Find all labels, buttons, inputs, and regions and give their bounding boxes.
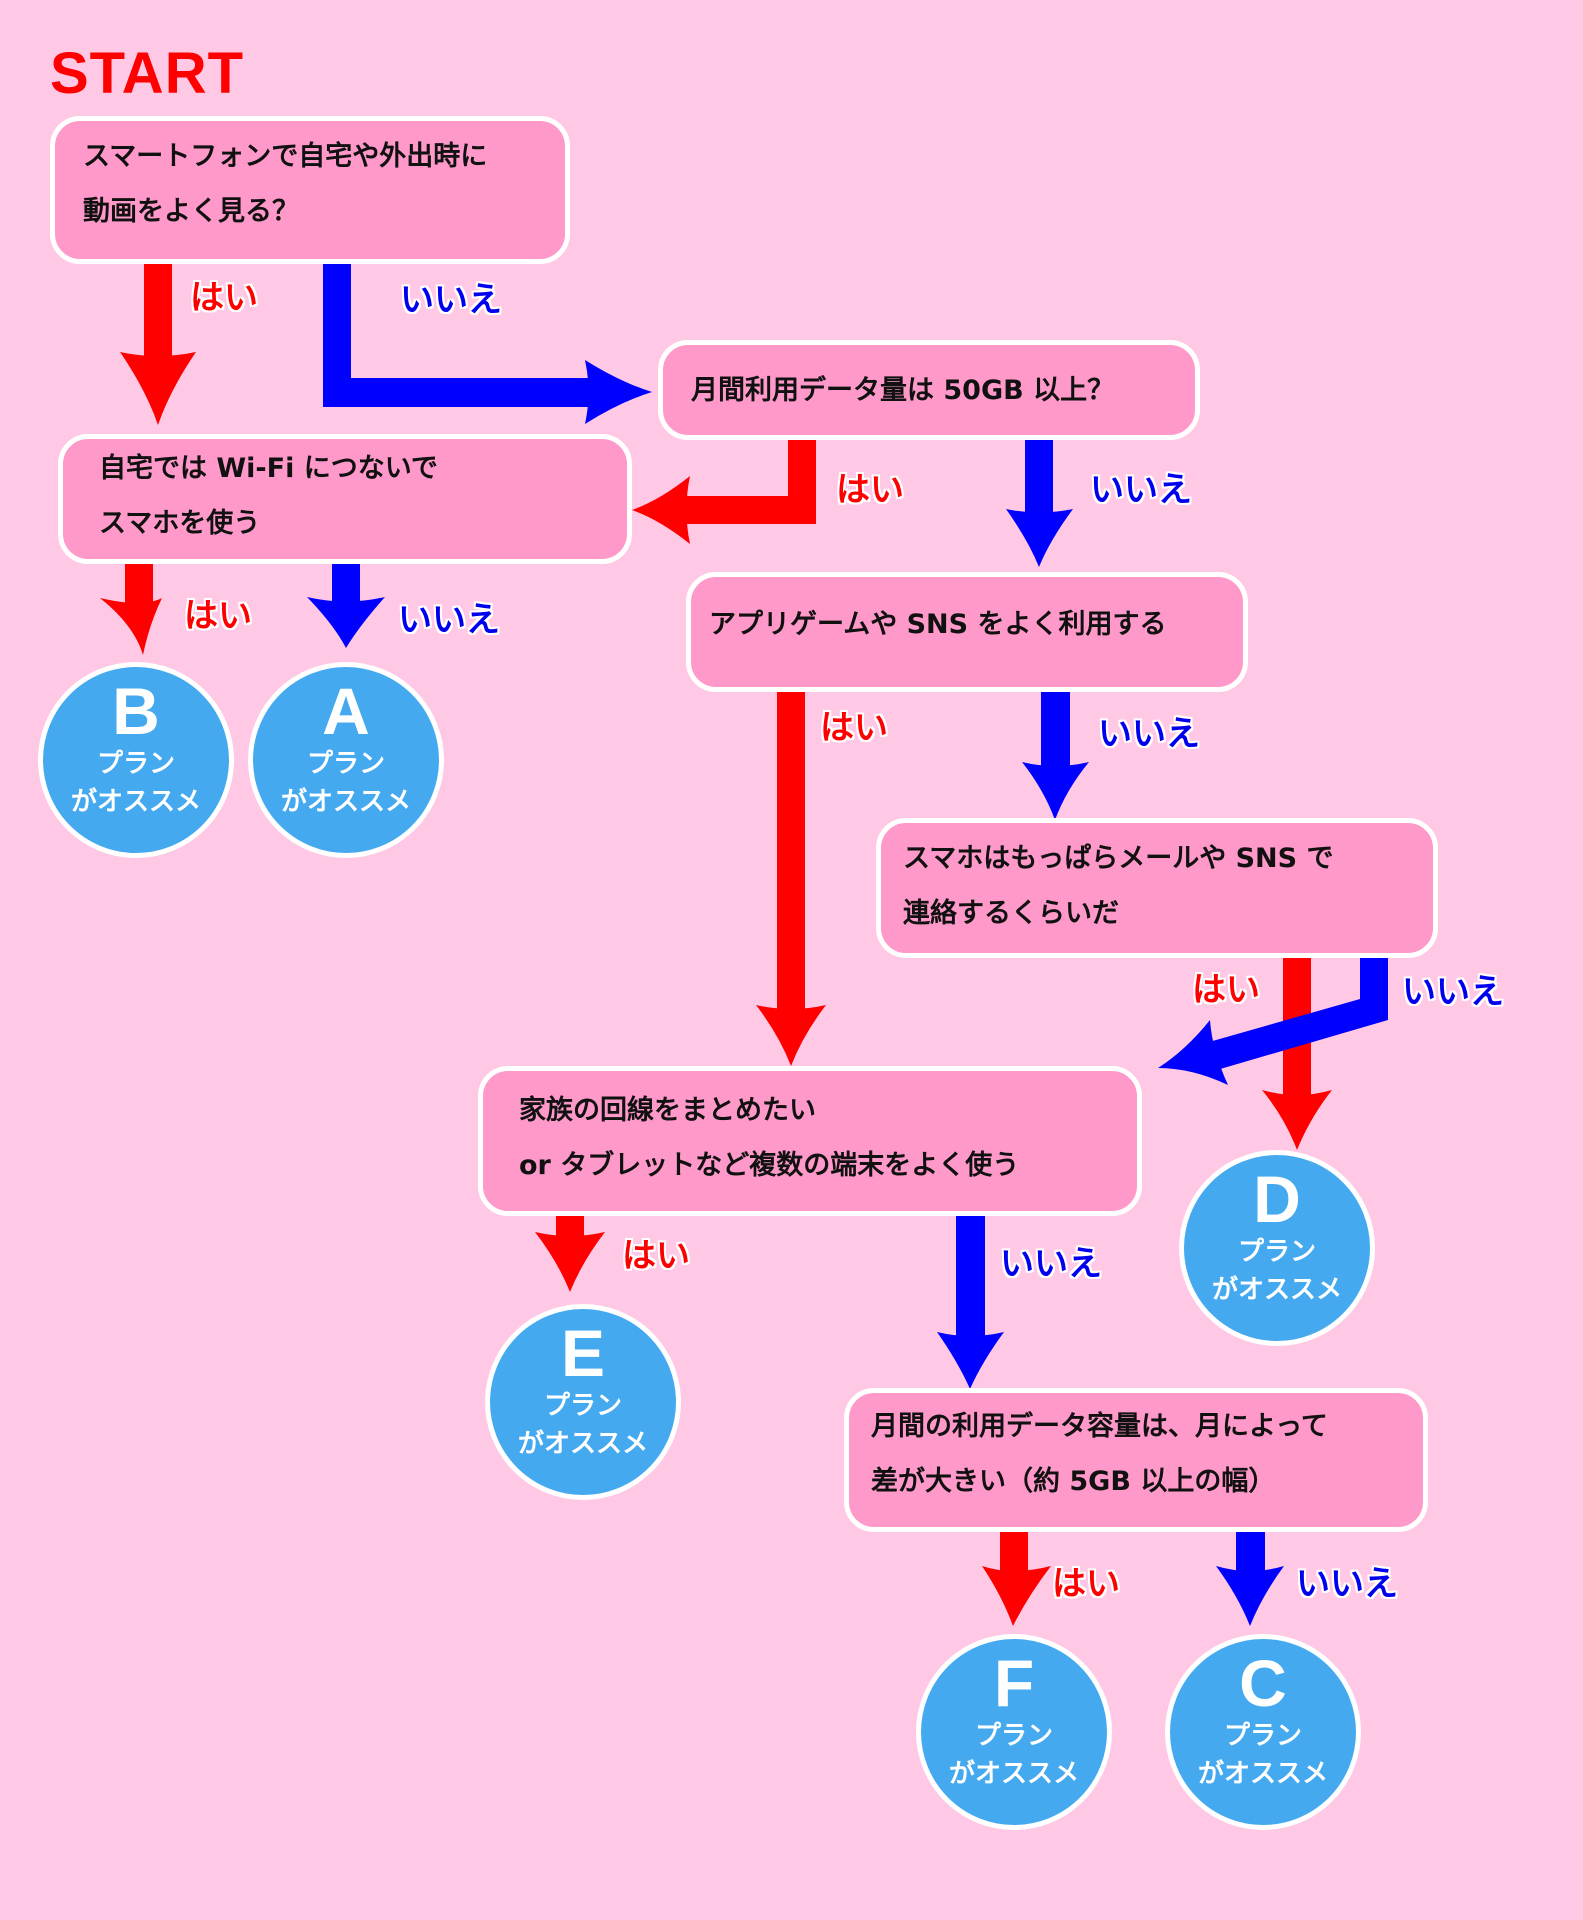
plan-d-circle: D プラン がオススメ <box>1179 1150 1375 1346</box>
question-q7: 月間の利用データ容量は、月によって 差が大きい（約 5GB 以上の幅） <box>844 1388 1428 1532</box>
arrow-q4-yes <box>756 690 826 1066</box>
question-text-line: 連絡するくらいだ <box>903 898 1119 929</box>
label-q2-no: いいえ <box>1090 470 1192 510</box>
question-text-line: スマホはもっぱらメールや SNS で <box>903 843 1334 874</box>
question-q1: スマートフォンで自宅や外出時に 動画をよく見る？ <box>50 116 570 264</box>
arrow-q1-no <box>323 262 652 424</box>
plan-label: プラン <box>96 749 175 779</box>
plan-b-circle: B プラン がオススメ <box>38 662 234 858</box>
plan-letter: A <box>322 674 370 748</box>
label-q3-no: いいえ <box>398 600 500 640</box>
arrow-q6-no <box>937 1214 1004 1389</box>
plan-label: プラン <box>306 749 385 779</box>
plan-letter: C <box>1239 1646 1287 1720</box>
arrow-q3-yes <box>100 562 162 655</box>
plan-letter: B <box>112 674 160 748</box>
plan-label: プラン <box>543 1391 622 1421</box>
plan-label: プラン <box>974 1721 1053 1751</box>
question-text-line: スマートフォンで自宅や外出時に <box>83 141 488 172</box>
question-text-line: 動画をよく見る？ <box>83 196 299 227</box>
start-title: START <box>50 41 245 106</box>
label-q5-no: いいえ <box>1402 972 1504 1012</box>
plan-recommend: がオススメ <box>280 787 411 817</box>
question-q5: スマホはもっぱらメールや SNS で 連絡するくらいだ <box>876 818 1438 958</box>
label-q4-yes: はい <box>820 708 888 748</box>
plan-label: プラン <box>1223 1721 1302 1751</box>
question-text-line: 自宅では Wi-Fi につないで <box>99 453 438 484</box>
plan-recommend: がオススメ <box>70 787 201 817</box>
arrow-q2-no <box>1006 440 1073 567</box>
label-q1-yes: はい <box>190 278 258 318</box>
arrow-q4-no <box>1022 690 1089 820</box>
arrow-q1-yes <box>120 262 196 425</box>
question-text-line: スマホを使う <box>99 508 261 539</box>
plan-label: プラン <box>1237 1237 1316 1267</box>
label-q2-yes: はい <box>836 470 904 510</box>
label-q1-no: いいえ <box>400 280 502 320</box>
plan-c-circle: C プラン がオススメ <box>1165 1634 1361 1830</box>
question-text-line: 月間利用データ量は 50GB 以上？ <box>691 375 1115 406</box>
arrow-q3-no <box>307 562 385 648</box>
arrow-q5-no <box>1158 956 1388 1085</box>
question-q2: 月間利用データ量は 50GB 以上？ <box>658 340 1200 440</box>
plan-recommend: がオススメ <box>948 1759 1079 1789</box>
question-q3: 自宅では Wi-Fi につないで スマホを使う <box>58 434 632 564</box>
question-text-line: 家族の回線をまとめたい <box>519 1095 816 1126</box>
plan-recommend: がオススメ <box>1211 1275 1342 1305</box>
label-q6-no: いいえ <box>1000 1244 1102 1284</box>
label-q7-no: いいえ <box>1296 1564 1398 1604</box>
arrow-q7-yes <box>982 1530 1051 1626</box>
label-q7-yes: はい <box>1052 1564 1120 1604</box>
label-q5-yes: はい <box>1192 970 1260 1010</box>
label-q6-yes: はい <box>622 1236 690 1276</box>
question-text-line: 差が大きい（約 5GB 以上の幅） <box>871 1466 1276 1497</box>
arrow-q7-no <box>1216 1530 1284 1626</box>
plan-recommend: がオススメ <box>1197 1759 1328 1789</box>
plan-recommend: がオススメ <box>517 1429 648 1459</box>
plan-letter: D <box>1253 1162 1301 1236</box>
arrow-q2-yes <box>632 440 816 544</box>
question-q4: アプリゲームや SNS をよく利用する <box>686 572 1248 692</box>
plan-letter: E <box>560 1316 606 1390</box>
plan-e-circle: E プラン がオススメ <box>485 1304 681 1500</box>
question-text-line: or タブレットなど複数の端末をよく使う <box>519 1150 1020 1181</box>
plan-f-circle: F プラン がオススメ <box>916 1634 1112 1830</box>
label-q4-no: いいえ <box>1098 714 1200 754</box>
question-text-line: アプリゲームや SNS をよく利用する <box>709 609 1167 640</box>
question-q6: 家族の回線をまとめたい or タブレットなど複数の端末をよく使う <box>478 1066 1142 1216</box>
label-q3-yes: はい <box>184 596 252 636</box>
arrow-q6-yes <box>535 1214 605 1292</box>
question-text-line: 月間の利用データ容量は、月によって <box>871 1411 1328 1442</box>
plan-letter: F <box>993 1646 1035 1720</box>
plan-a-circle: A プラン がオススメ <box>248 662 444 858</box>
